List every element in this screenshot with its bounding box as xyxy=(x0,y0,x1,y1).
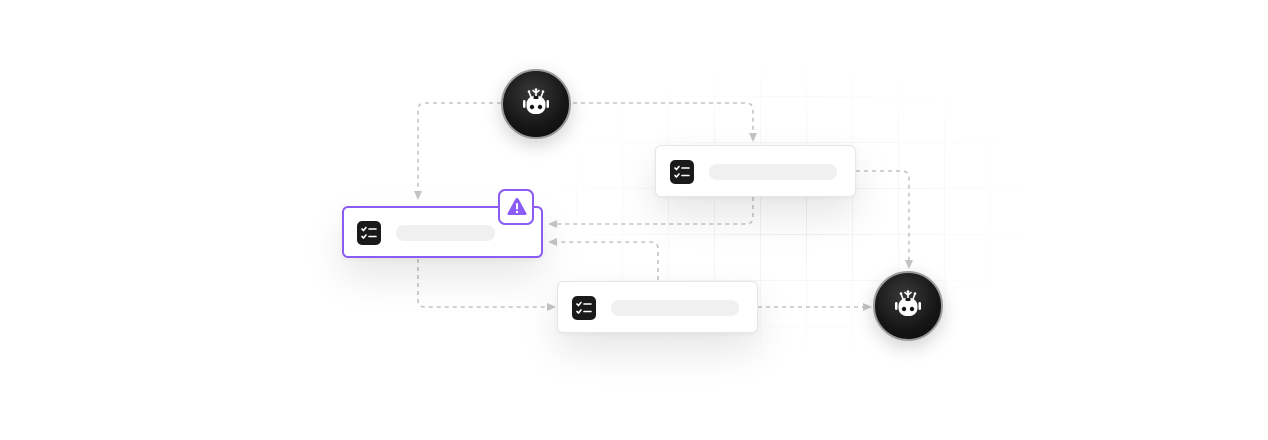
robot-brain-icon xyxy=(523,88,549,114)
task-label-placeholder xyxy=(396,225,495,241)
agent-node[interactable] xyxy=(873,271,943,341)
checklist-icon xyxy=(357,221,381,245)
connector-agent-to-left-task xyxy=(414,102,501,200)
warning-icon xyxy=(507,198,527,215)
task-node[interactable] xyxy=(655,145,856,197)
connector-top-right-task-to-left-task xyxy=(548,197,754,228)
checklist-icon xyxy=(670,160,694,184)
robot-brain-icon xyxy=(895,290,921,316)
task-node[interactable] xyxy=(557,281,758,333)
agent-node[interactable] xyxy=(501,69,571,139)
task-label-placeholder xyxy=(611,300,739,316)
connector-bottom-task-to-left-task xyxy=(548,238,659,280)
checklist-icon xyxy=(572,296,596,320)
warning-badge[interactable] xyxy=(498,189,534,225)
connector-top-right-task-to-agent xyxy=(856,170,913,269)
connector-agent-to-top-right-task xyxy=(573,102,757,142)
connector-left-task-to-bottom-task xyxy=(417,259,556,311)
task-label-placeholder xyxy=(709,164,837,180)
